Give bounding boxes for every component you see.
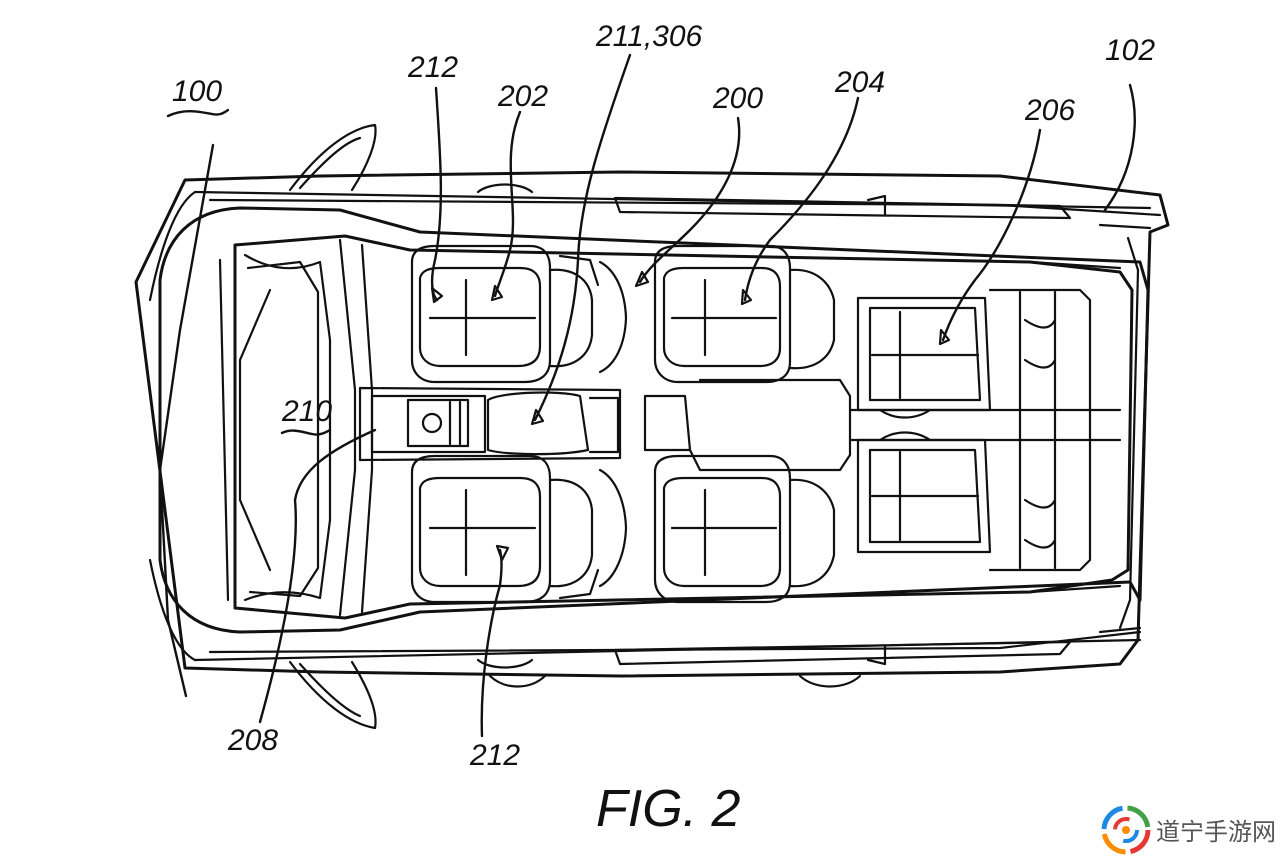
ref-102: 102 [1105, 34, 1155, 67]
underline-210 [280, 428, 332, 436]
vehicle-body [134, 170, 1170, 688]
ref-100: 100 [172, 75, 222, 108]
ref-210: 210 [281, 395, 332, 428]
leader-202 [493, 110, 522, 298]
figure-caption: FIG. 2 [596, 780, 741, 838]
front-seat-upper [410, 244, 600, 384]
leader-lines [158, 53, 1136, 738]
ref-212-bottom: 212 [469, 739, 520, 772]
watermark-text: 道宁手游网 [1156, 818, 1276, 846]
ref-200: 200 [712, 82, 763, 115]
middle-seat-upper [598, 244, 836, 384]
front-seat-lower [410, 454, 600, 604]
leader-211 [533, 53, 632, 422]
leader-208 [258, 428, 377, 724]
ref-206: 206 [1024, 94, 1075, 127]
leader-212-bottom [480, 548, 503, 738]
rear-bench-seat [856, 260, 1122, 594]
ref-212-top: 212 [407, 51, 458, 84]
side-mirrors [288, 123, 377, 730]
ref-211-306: 211,306 [595, 20, 703, 53]
leader-200 [638, 116, 741, 284]
leader-206 [941, 128, 1042, 342]
leader-102 [1103, 83, 1136, 212]
middle-seat-lower [598, 454, 836, 604]
reference-numerals: 100 102 200 202 204 206 208 210 211,306 … [172, 20, 1155, 772]
swirl-logo-icon [1101, 805, 1151, 855]
cabin-outline [158, 206, 1150, 634]
ref-208: 208 [227, 724, 278, 757]
leader-204 [743, 96, 860, 302]
ref-202: 202 [497, 80, 548, 113]
watermark: 道宁手游网 [1101, 805, 1276, 855]
leader-100 [158, 143, 215, 698]
underline-100 [166, 108, 230, 118]
ref-204: 204 [834, 66, 885, 99]
